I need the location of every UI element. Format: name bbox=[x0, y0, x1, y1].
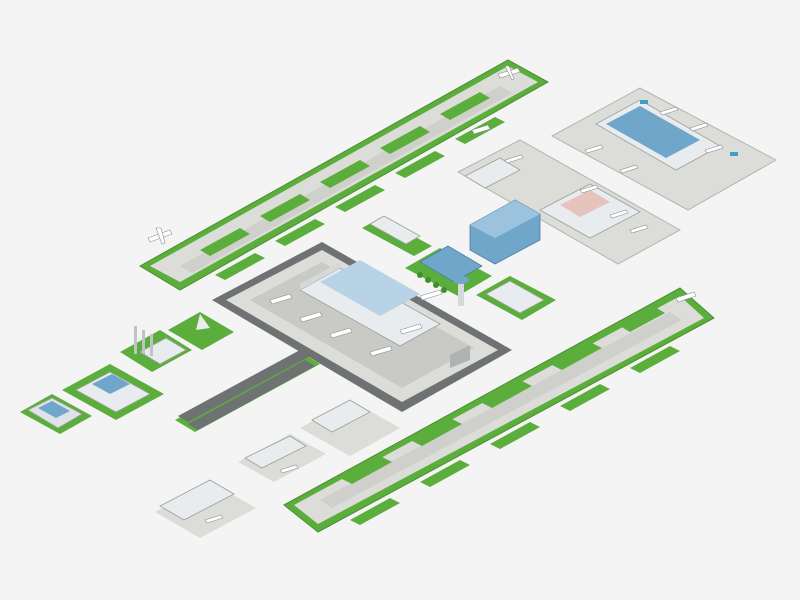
airplane-in-flight bbox=[147, 227, 173, 245]
runway-north bbox=[139, 59, 550, 291]
terminal-hall bbox=[405, 245, 492, 296]
grass-lot bbox=[168, 312, 234, 350]
hangar bbox=[155, 479, 256, 538]
runway-south bbox=[283, 287, 715, 533]
airplane bbox=[675, 291, 697, 303]
runway-north-grass-patches bbox=[200, 92, 505, 280]
hangar bbox=[238, 434, 326, 482]
maintenance-facility bbox=[300, 399, 400, 456]
terminal-complex-east bbox=[550, 87, 778, 211]
warehouse bbox=[20, 394, 92, 434]
terminal-complex-north bbox=[456, 139, 682, 265]
office-building bbox=[362, 215, 432, 256]
highway bbox=[175, 350, 320, 432]
airplane bbox=[471, 124, 491, 135]
airplane bbox=[497, 65, 521, 81]
central-terminal bbox=[212, 242, 512, 412]
airplane-group bbox=[269, 289, 443, 357]
control-tower bbox=[453, 276, 469, 306]
industrial-building bbox=[62, 364, 164, 420]
office-building bbox=[476, 276, 556, 320]
runway-south-grass-patches bbox=[340, 307, 680, 525]
power-plant bbox=[120, 326, 192, 372]
